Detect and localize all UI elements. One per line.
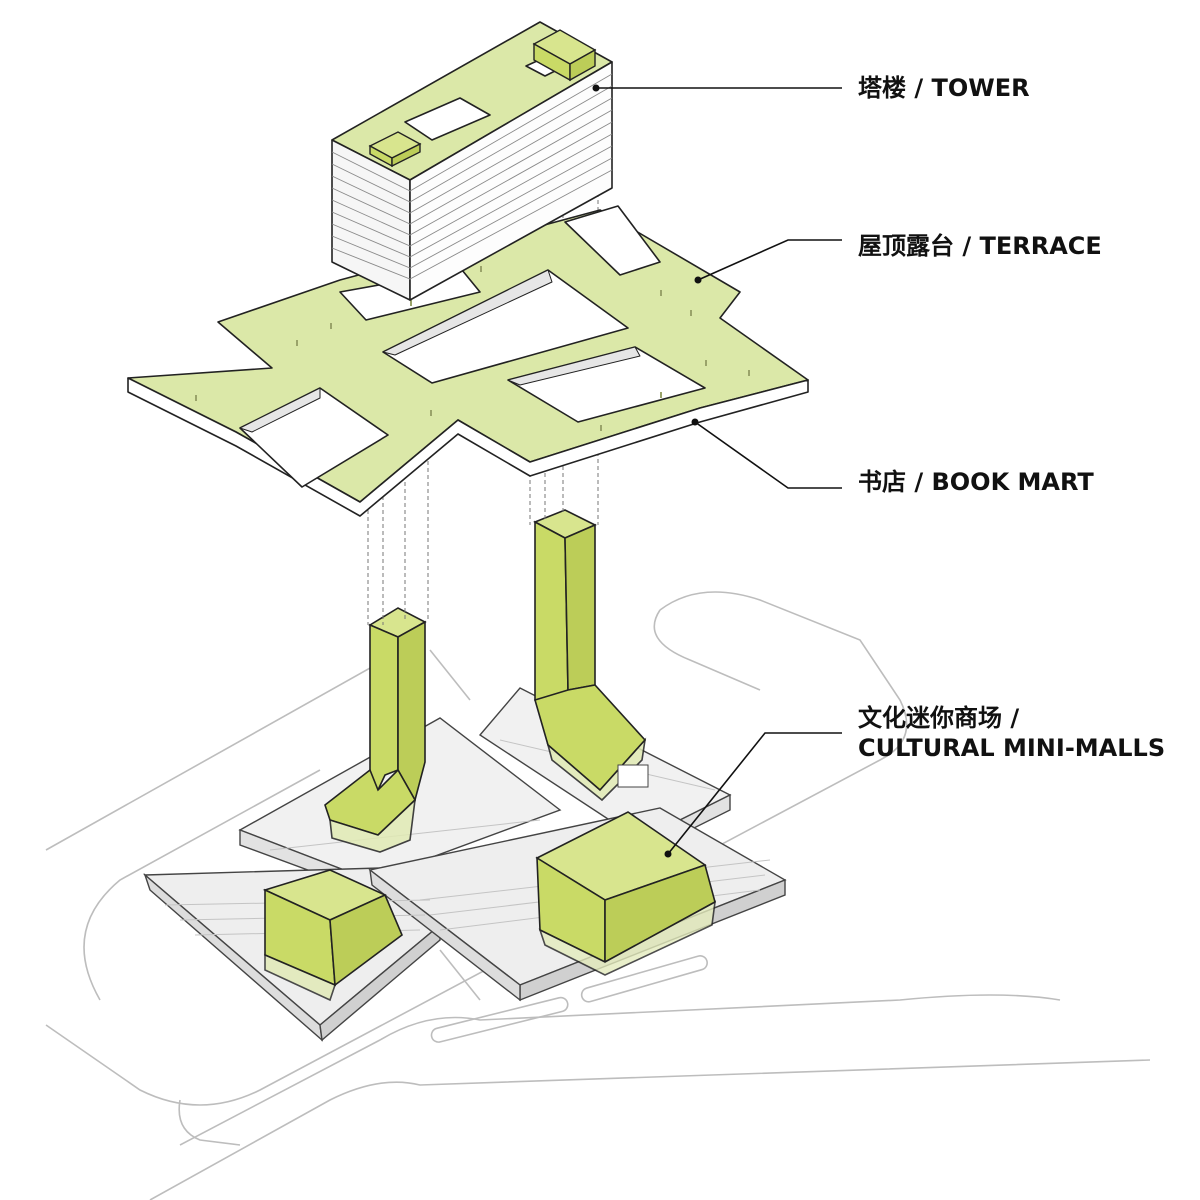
label-terrace: 屋顶露台 / TERRACE [858,232,1102,260]
label-tower: 塔楼 / TOWER [858,74,1030,102]
site-roads [45,591,1151,1200]
mall-volume-right-tall [533,509,649,802]
terrace-people-marks [195,266,750,431]
label-mini-malls-line2: CULTURAL MINI-MALLS [858,734,1166,762]
tower-floor-lines [331,73,613,280]
label-mini-malls-line1: 文化迷你商场 / [858,704,1020,732]
tower-roof-boxes [368,29,597,168]
terrace-slab [127,205,809,517]
label-book-mart: 书店 / BOOK MART [858,468,1094,496]
mall-volume-left-front [262,869,403,1002]
label-cultural-mini-malls: 文化迷你商场 / CULTURAL MINI-MALLS [858,703,1165,763]
leader-dots [592,84,702,858]
mall-volume-right-front [535,811,716,976]
mall-volume-left-tall [324,607,427,853]
